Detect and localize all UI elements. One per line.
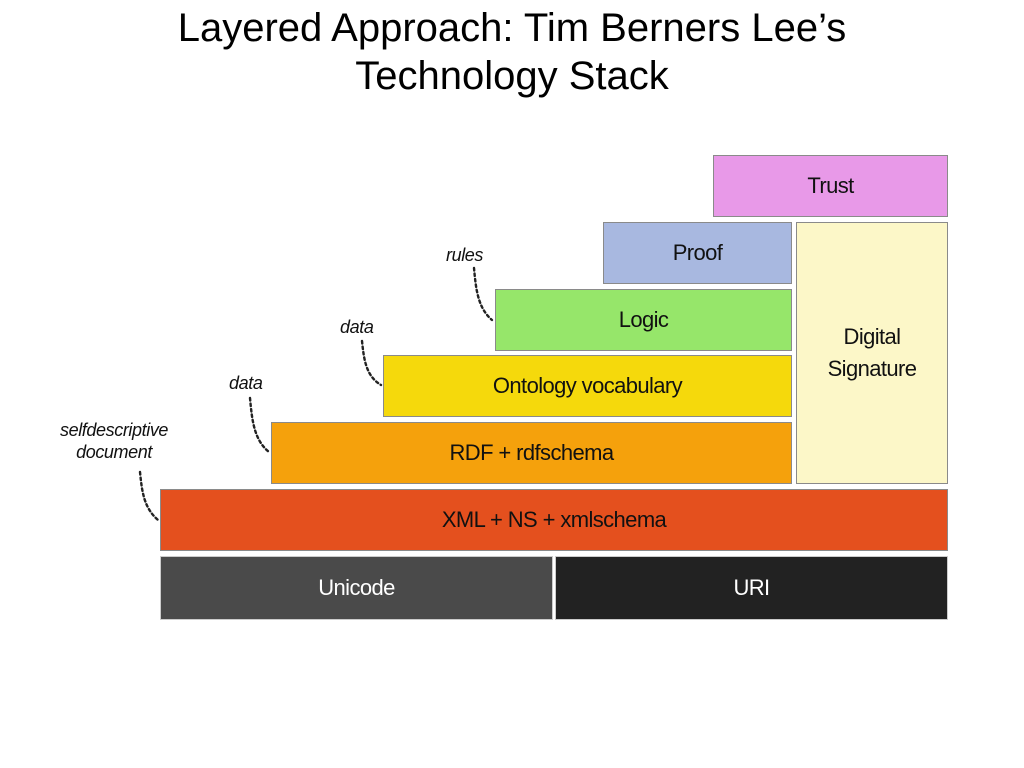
- unicode-layer: Unicode: [160, 556, 553, 620]
- uri-label: URI: [733, 575, 770, 600]
- unicode-label: Unicode: [318, 575, 395, 600]
- digital-signature-line-1: Digital: [843, 324, 902, 349]
- title-line-1: Layered Approach: Tim Berners Lee’s: [177, 6, 847, 50]
- digital-signature-line-2: Signature: [827, 356, 917, 381]
- selfdescriptive-arrow: [138, 470, 160, 522]
- xml-ns-xmlschema-layer: XML + NS + xmlschema: [160, 489, 948, 551]
- proof-layer: Proof: [603, 222, 792, 284]
- trust-label: Trust: [807, 173, 854, 198]
- data-lower-arrow: [248, 396, 271, 454]
- digital-signature-layer: Digital Signature: [796, 222, 948, 484]
- xml-ns-xmlschema-label: XML + NS + xmlschema: [441, 507, 667, 532]
- selfdescriptive-document-annotation: selfdescriptive document: [60, 419, 168, 463]
- rdf-rdfschema-label: RDF + rdfschema: [449, 440, 615, 465]
- data-upper-arrow: [360, 339, 383, 387]
- slide-title: Layered Approach: Tim Berners Lee’s Tech…: [0, 4, 1024, 100]
- logic-layer: Logic: [495, 289, 792, 351]
- data-annotation-upper: data: [340, 317, 374, 337]
- selfdescriptive-line-1: selfdescriptive: [60, 420, 169, 440]
- rules-annotation: rules: [446, 245, 484, 265]
- uri-layer: URI: [555, 556, 948, 620]
- logic-label: Logic: [618, 307, 669, 332]
- trust-layer: Trust: [713, 155, 948, 217]
- ontology-vocabulary-label: Ontology vocabulary: [492, 373, 683, 398]
- rdf-rdfschema-layer: RDF + rdfschema: [271, 422, 792, 484]
- data-annotation-lower: data: [229, 373, 263, 393]
- rules-arrow: [472, 266, 494, 322]
- selfdescriptive-line-2: document: [76, 442, 152, 462]
- ontology-vocabulary-layer: Ontology vocabulary: [383, 355, 792, 417]
- title-line-2: Technology Stack: [355, 54, 669, 98]
- proof-label: Proof: [672, 240, 723, 265]
